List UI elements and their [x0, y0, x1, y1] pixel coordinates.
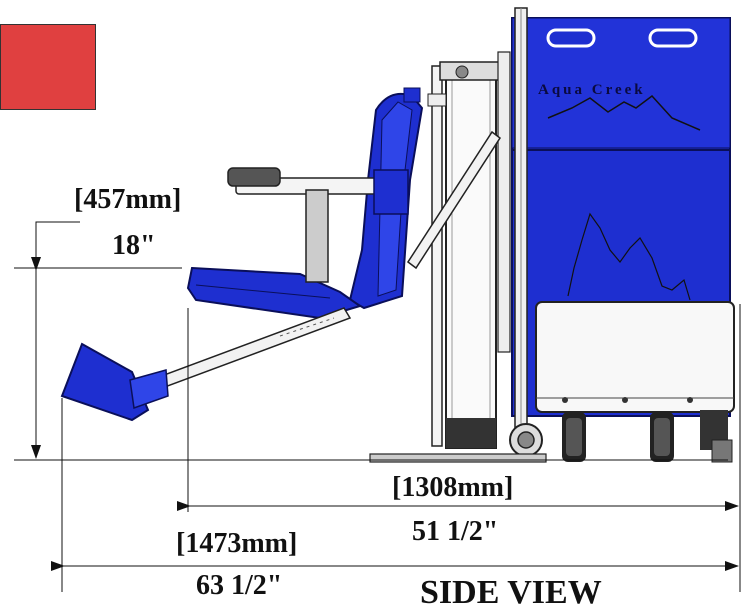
diagonal-strut: [406, 130, 502, 270]
cabinet-brand-text: Aqua Creek: [538, 82, 646, 98]
lift-diagram-svg: Aqua Creek: [14, 7, 741, 592]
vertical-frame-rail: [514, 7, 528, 439]
dimension-lines: [14, 221, 741, 592]
base-dim-in: 51 1/2": [412, 516, 499, 547]
overall-dim-in: 63 1/2": [196, 570, 283, 601]
footrest-boom: [138, 307, 352, 395]
footrest: [60, 342, 169, 422]
lift-seat: [186, 87, 424, 320]
height-dim-in: 18": [112, 230, 156, 261]
base-dim-mm: [1308mm]: [392, 472, 514, 503]
height-dim-mm: [457mm]: [74, 184, 182, 215]
base-plate: [369, 453, 547, 463]
side-view-drawing: Aqua Creek: [0, 7, 741, 610]
overall-dim-mm: [1473mm]: [176, 528, 298, 559]
cabinet-handle-left: [546, 28, 596, 48]
cabinet-handle-right: [648, 28, 698, 48]
caster-wheels: [509, 410, 733, 463]
view-label: SIDE VIEW: [420, 574, 602, 611]
battery-base-box: [535, 301, 735, 413]
red-highlight-block: [0, 24, 96, 110]
lift-mast: [427, 51, 511, 449]
